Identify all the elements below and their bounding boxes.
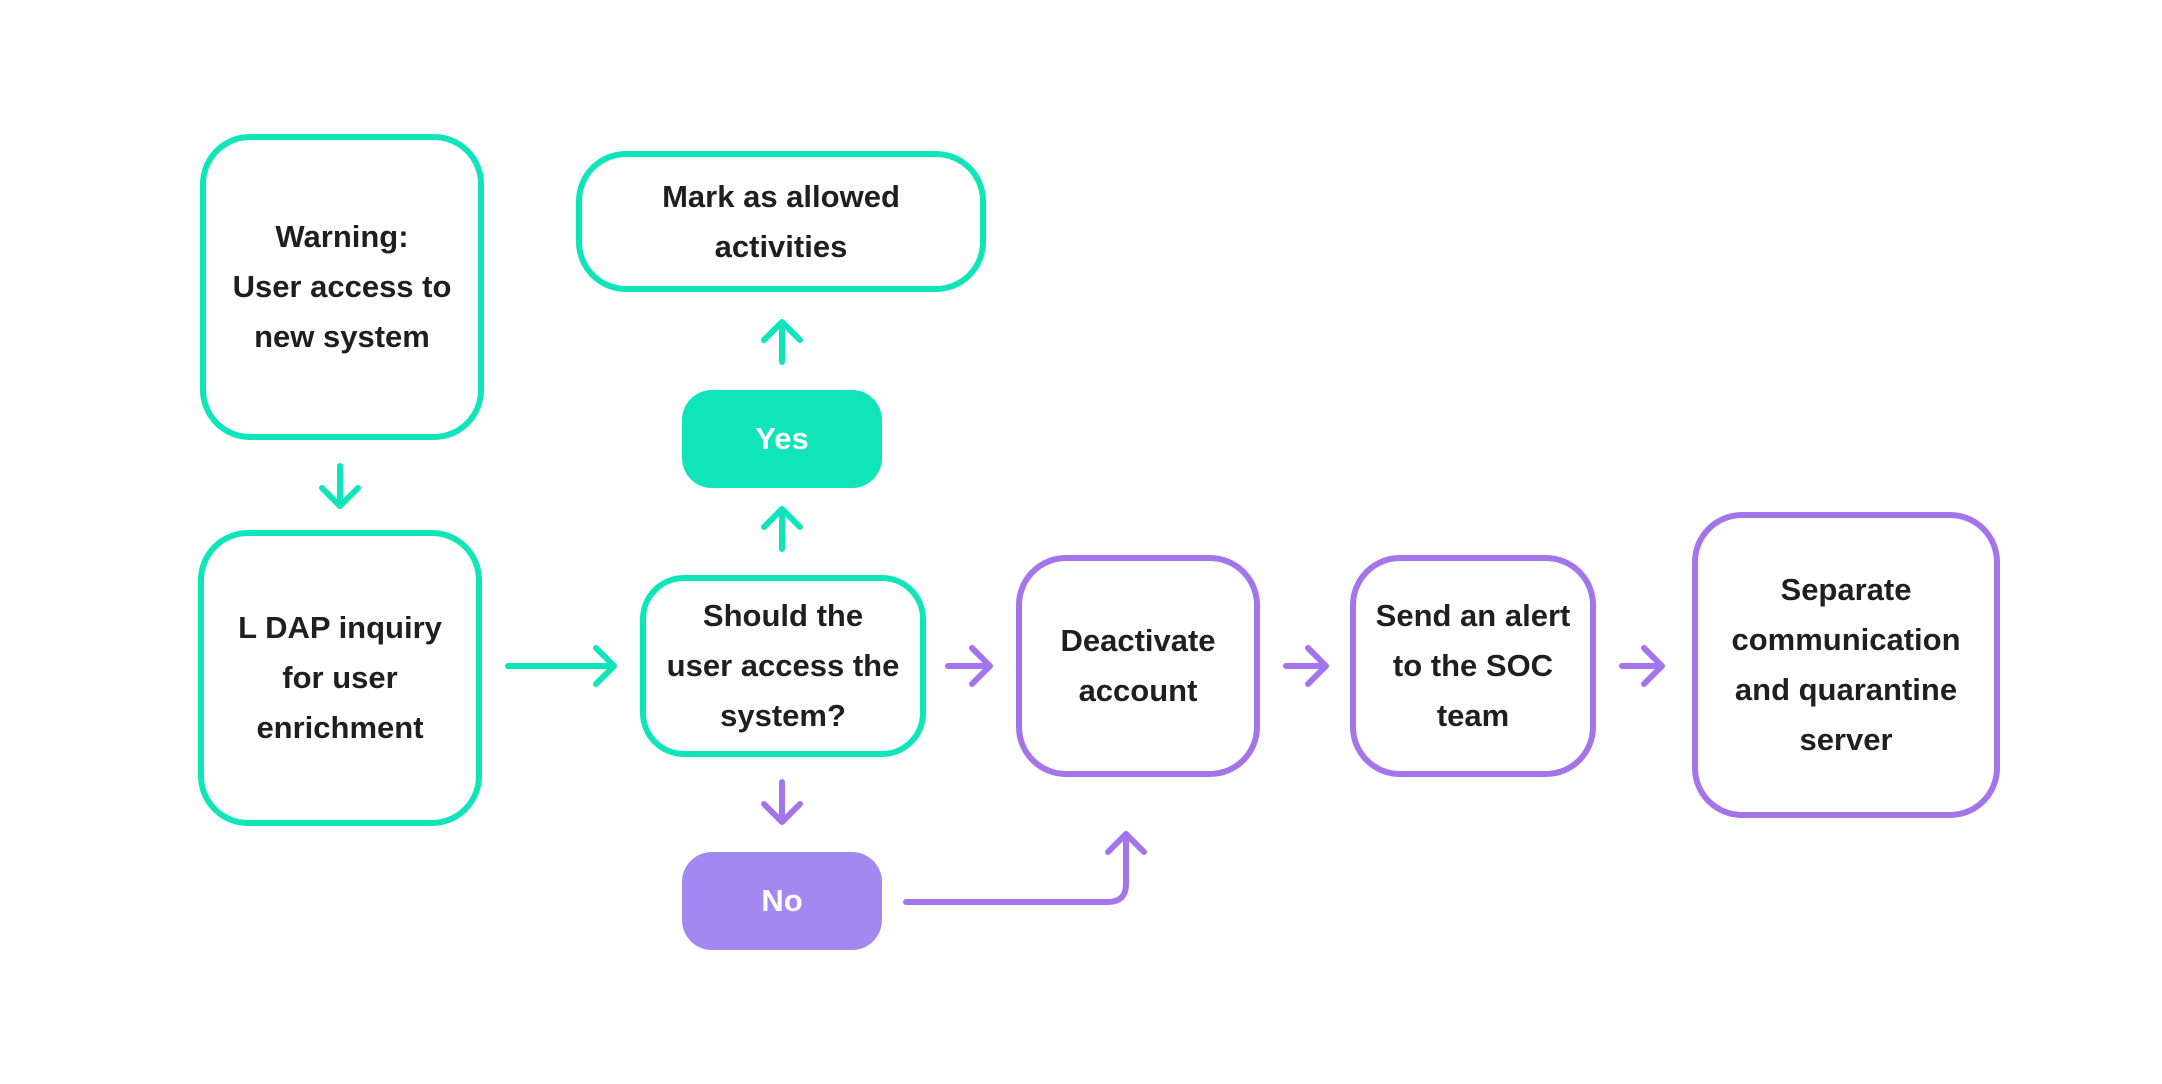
branch-no-pill: No [682, 852, 882, 950]
node-alert-line1: Send an alert [1375, 598, 1571, 633]
arrow-alert-to-separate [1619, 645, 1665, 687]
node-decision: Should the user access the system? [640, 575, 926, 757]
node-deactivate-line1: Deactivate [1060, 623, 1216, 658]
arrow-yes-to-allowed [761, 319, 803, 365]
node-separate-line3: and quarantine [1734, 672, 1958, 707]
node-decision-line2: user access the [666, 648, 900, 683]
node-alert-line3: team [1436, 698, 1510, 733]
node-decision-line1: Should the [702, 598, 864, 633]
node-warning-line2: User access to [232, 269, 452, 304]
arrow-ldap-to-decision [505, 645, 617, 687]
node-separate-line4: server [1799, 722, 1893, 757]
node-allowed-line2: activities [714, 228, 848, 264]
node-decision-line3: system? [720, 698, 846, 733]
arrow-no-to-deactivate [903, 831, 1147, 905]
node-separate-line1: Separate [1780, 572, 1912, 607]
arrow-decision-to-no [761, 779, 803, 825]
node-separate-line2: communication [1731, 622, 1961, 657]
node-allowed-line1: Mark as allowed [662, 178, 900, 214]
node-deactivate-account: Deactivate account [1016, 555, 1260, 777]
node-deactivate-line2: account [1078, 673, 1198, 708]
branch-yes-pill: Yes [682, 390, 882, 488]
node-separate-quarantine: Separate communication and quarantine se… [1692, 512, 2000, 818]
node-send-alert: Send an alert to the SOC team [1350, 555, 1596, 777]
node-warning-line1: Warning: [275, 219, 409, 254]
node-ldap-line3: enrichment [256, 710, 424, 745]
branch-no-label: No [761, 883, 803, 918]
arrow-decision-to-yes [761, 506, 803, 552]
arrow-warning-to-ldap [319, 463, 361, 509]
node-warning-line3: new system [254, 319, 430, 354]
arrow-deactivate-to-alert [1283, 645, 1329, 687]
node-ldap-line1: L DAP inquiry [238, 610, 442, 645]
node-ldap-inquiry: L DAP inquiry for user enrichment [198, 530, 482, 826]
branch-yes-label: Yes [755, 421, 809, 456]
node-mark-allowed: Mark as allowed activities [576, 151, 986, 292]
arrow-decision-to-deactivate [945, 645, 993, 687]
node-alert-line2: to the SOC [1392, 648, 1554, 683]
node-ldap-line2: for user [282, 660, 398, 695]
node-warning: Warning: User access to new system [200, 134, 484, 440]
